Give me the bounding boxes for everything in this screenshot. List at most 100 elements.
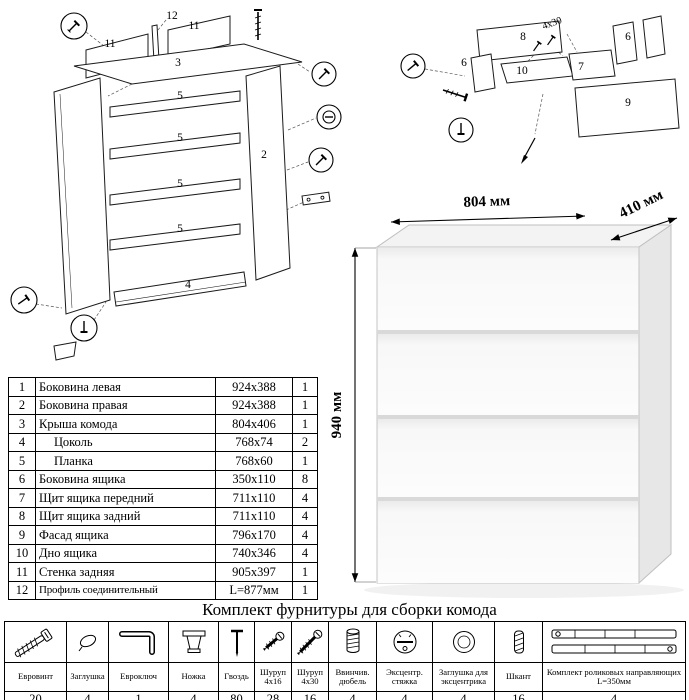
part-qty: 1: [292, 395, 318, 415]
part-qty: 1: [292, 562, 318, 582]
leg-icon: [182, 630, 205, 653]
part-size: 905x397: [215, 562, 293, 582]
part-name: Боковина правая: [35, 395, 216, 415]
hardware-label: Евроключ: [108, 662, 169, 692]
frame-label-rail-3: 5: [177, 178, 183, 190]
part-number: 11: [8, 562, 36, 582]
dim-width-label: 804 мм: [463, 193, 510, 211]
part-size: 711x110: [215, 488, 293, 508]
drawer-side-shape: [642, 15, 666, 59]
screw-icon: [407, 60, 420, 72]
rail-shape: [109, 178, 241, 206]
part-name: Боковина ящика: [35, 469, 216, 489]
rail-shape: [109, 90, 241, 118]
cap-icon: [78, 634, 96, 652]
screw-icon: [318, 67, 331, 80]
drawer-label-facade: 9: [625, 97, 631, 109]
euro-screw-icon: [14, 628, 52, 658]
drawer-label-front: 7: [578, 61, 584, 73]
part-row: 2 Боковина правая 924x388 1: [8, 395, 318, 415]
hardware-callout: [400, 53, 426, 79]
hardware-labels-row: Евровинт Заглушка Евроключ Ножка Гвоздь …: [4, 662, 686, 692]
hardware-callout: [60, 12, 88, 40]
hardware-label: Евровинт: [4, 662, 67, 692]
hardware-kit-title: Комплект фурнитуры для сборки комода: [202, 600, 497, 619]
part-qty: 2: [292, 432, 318, 452]
top-panel-shape: [73, 43, 303, 85]
leg-shape: [53, 341, 77, 361]
cam-cap-icon: [452, 631, 475, 653]
part-number: 5: [8, 451, 36, 471]
assembled-dresser-view: 940 мм 804 мм 410 мм: [329, 190, 684, 598]
nail-icon: [230, 629, 243, 657]
part-qty: 4: [292, 525, 318, 545]
hardware-qty: 4: [328, 691, 377, 700]
hardware-label: Ножка: [168, 662, 219, 692]
part-size: L=877мм: [215, 580, 293, 600]
drawer-front: [377, 334, 639, 415]
drawer-back-shape: [476, 20, 563, 62]
drawer-label-back: 8: [520, 31, 526, 43]
part-number: 9: [8, 525, 36, 545]
frame-label-rail-2: 5: [177, 132, 183, 144]
part-row: 8 Щит ящика задний 711x110 4: [8, 506, 318, 526]
floor-shadow: [364, 582, 684, 598]
part-number: 4: [8, 432, 36, 452]
part-qty: 1: [292, 451, 318, 471]
bracket-icon: [301, 191, 331, 206]
hardware-qty: 20: [4, 691, 67, 700]
drawer-front-shape: [568, 49, 616, 81]
part-size: 711x110: [215, 506, 293, 526]
part-size: 804x406: [215, 414, 293, 434]
part-qty: 4: [292, 506, 318, 526]
part-qty: 8: [292, 469, 318, 489]
screw-4x16-icon: [262, 631, 284, 651]
frame-label-right-side: 2: [261, 149, 267, 161]
screw-icon: [67, 19, 81, 33]
drawer-exploded-diagram: 8 4x30 6 6 10 7 9: [400, 15, 680, 164]
part-name: Крыша комода: [35, 414, 216, 434]
part-number: 12: [8, 580, 36, 600]
part-size: 768x60: [215, 451, 293, 471]
frame-label-back-left: 11: [104, 38, 115, 50]
part-qty: 4: [292, 488, 318, 508]
roller-guides-icon: [551, 629, 677, 654]
hardware-callout: [448, 117, 474, 143]
frame-label-top-panel: 3: [175, 57, 181, 69]
part-row: 11 Стенка задняя 905x397 1: [8, 562, 318, 582]
part-size: 924x388: [215, 395, 293, 415]
part-name: Фасад ящика: [35, 525, 216, 545]
part-row: 1 Боковина левая 924x388 1: [8, 377, 318, 397]
assembly-arrow: [521, 137, 536, 164]
hardware-qty: 4: [542, 691, 686, 700]
hardware-qty: 4: [376, 691, 433, 700]
part-row: 3 Крыша комода 804x406 1: [8, 414, 318, 434]
part-row: 4 Цоколь 768x74 2: [8, 432, 318, 452]
part-name: Планка: [35, 451, 216, 471]
drawer-label-bottom: 10: [516, 65, 528, 77]
right-side-panel-shape: [245, 65, 291, 281]
drawer-label-side-right: 6: [625, 31, 631, 43]
drawer-gap: [377, 330, 639, 334]
part-qty: 1: [292, 580, 318, 600]
part-name: Щит ящика задний: [35, 506, 216, 526]
part-name: Профиль соединительный: [35, 580, 216, 600]
frame-label-profile: 12: [166, 10, 178, 22]
part-row: 9 Фасад ящика 796x170 4: [8, 525, 318, 545]
plinth-shape: [113, 271, 247, 307]
part-number: 10: [8, 543, 36, 563]
hardware-qty-row: 20 4 1 4 80 28 16 4 4 4 16 4: [4, 691, 686, 700]
drawer-front: [377, 248, 639, 330]
parts-table: 1 Боковина левая 924x388 1 2 Боковина пр…: [8, 377, 318, 600]
hardware-callout: [316, 104, 342, 130]
drawer-front: [377, 419, 639, 497]
hardware-label: Гвоздь: [218, 662, 255, 692]
part-number: 7: [8, 488, 36, 508]
part-size: 768x74: [215, 432, 293, 452]
frame-label-plinth: 4: [185, 279, 191, 291]
part-number: 3: [8, 414, 36, 434]
part-name: Дно ящика: [35, 543, 216, 563]
hardware-table: Евровинт Заглушка Евроключ Ножка Гвоздь …: [4, 621, 686, 700]
hardware-label: Шкант: [494, 662, 543, 692]
